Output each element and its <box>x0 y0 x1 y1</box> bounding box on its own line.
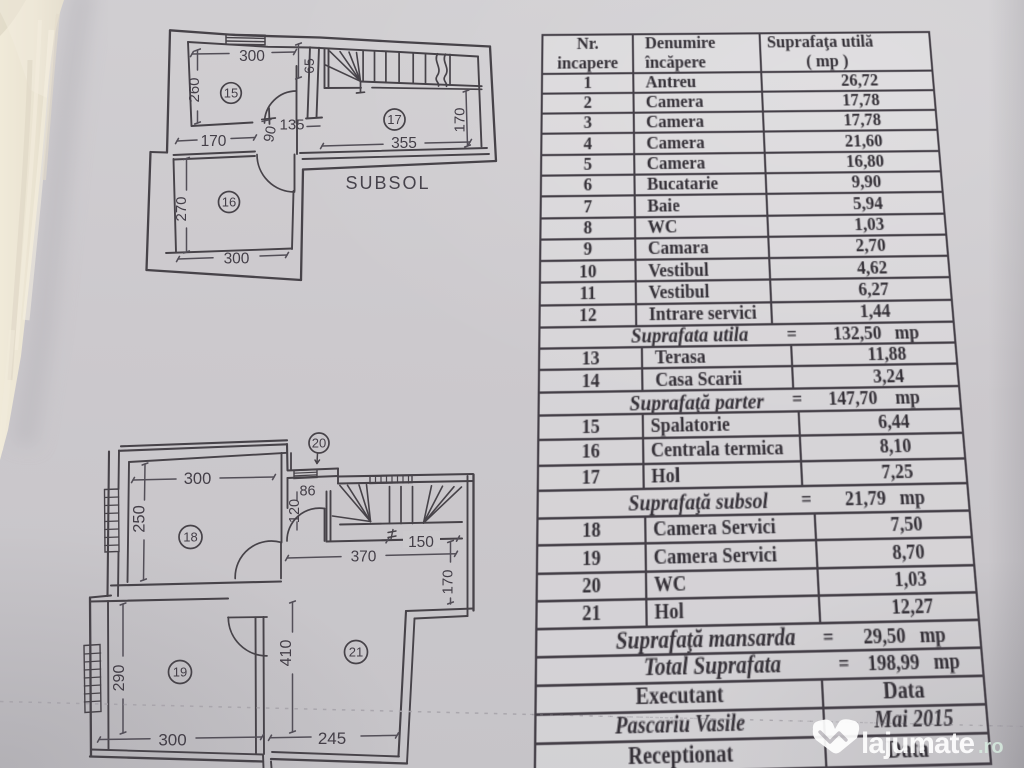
svg-text:19: 19 <box>173 665 187 680</box>
svg-text:245: 245 <box>318 729 346 748</box>
svg-text:410: 410 <box>278 640 295 667</box>
svg-text:17: 17 <box>387 112 401 127</box>
svg-text:90: 90 <box>261 125 280 144</box>
svg-text:300: 300 <box>224 251 250 268</box>
svg-text:15: 15 <box>224 86 238 101</box>
svg-text:250: 250 <box>131 505 149 533</box>
svg-text:300: 300 <box>158 731 186 750</box>
svg-text:65: 65 <box>301 58 317 74</box>
svg-text:SUBSOL: SUBSOL <box>345 173 430 193</box>
svg-text:16: 16 <box>222 195 236 210</box>
svg-text:170: 170 <box>440 569 457 594</box>
svg-text:170: 170 <box>201 133 227 150</box>
svg-text:300: 300 <box>184 470 212 488</box>
svg-text:20: 20 <box>312 436 326 451</box>
svg-text:300: 300 <box>239 48 265 65</box>
svg-text:290: 290 <box>111 665 128 692</box>
svg-text:.ro: .ro <box>978 736 1004 758</box>
svg-text:270: 270 <box>173 196 190 221</box>
svg-text:120: 120 <box>287 499 303 523</box>
svg-text:21: 21 <box>349 645 363 660</box>
svg-text:260: 260 <box>186 77 203 102</box>
svg-text:355: 355 <box>391 135 417 152</box>
svg-text:370: 370 <box>351 549 377 566</box>
svg-text:18: 18 <box>183 530 197 545</box>
svg-text:170: 170 <box>452 107 469 132</box>
svg-text:135: 135 <box>279 117 304 134</box>
svg-text:86: 86 <box>299 484 315 500</box>
svg-text:lajumate: lajumate <box>861 727 975 760</box>
svg-text:150: 150 <box>408 534 434 551</box>
